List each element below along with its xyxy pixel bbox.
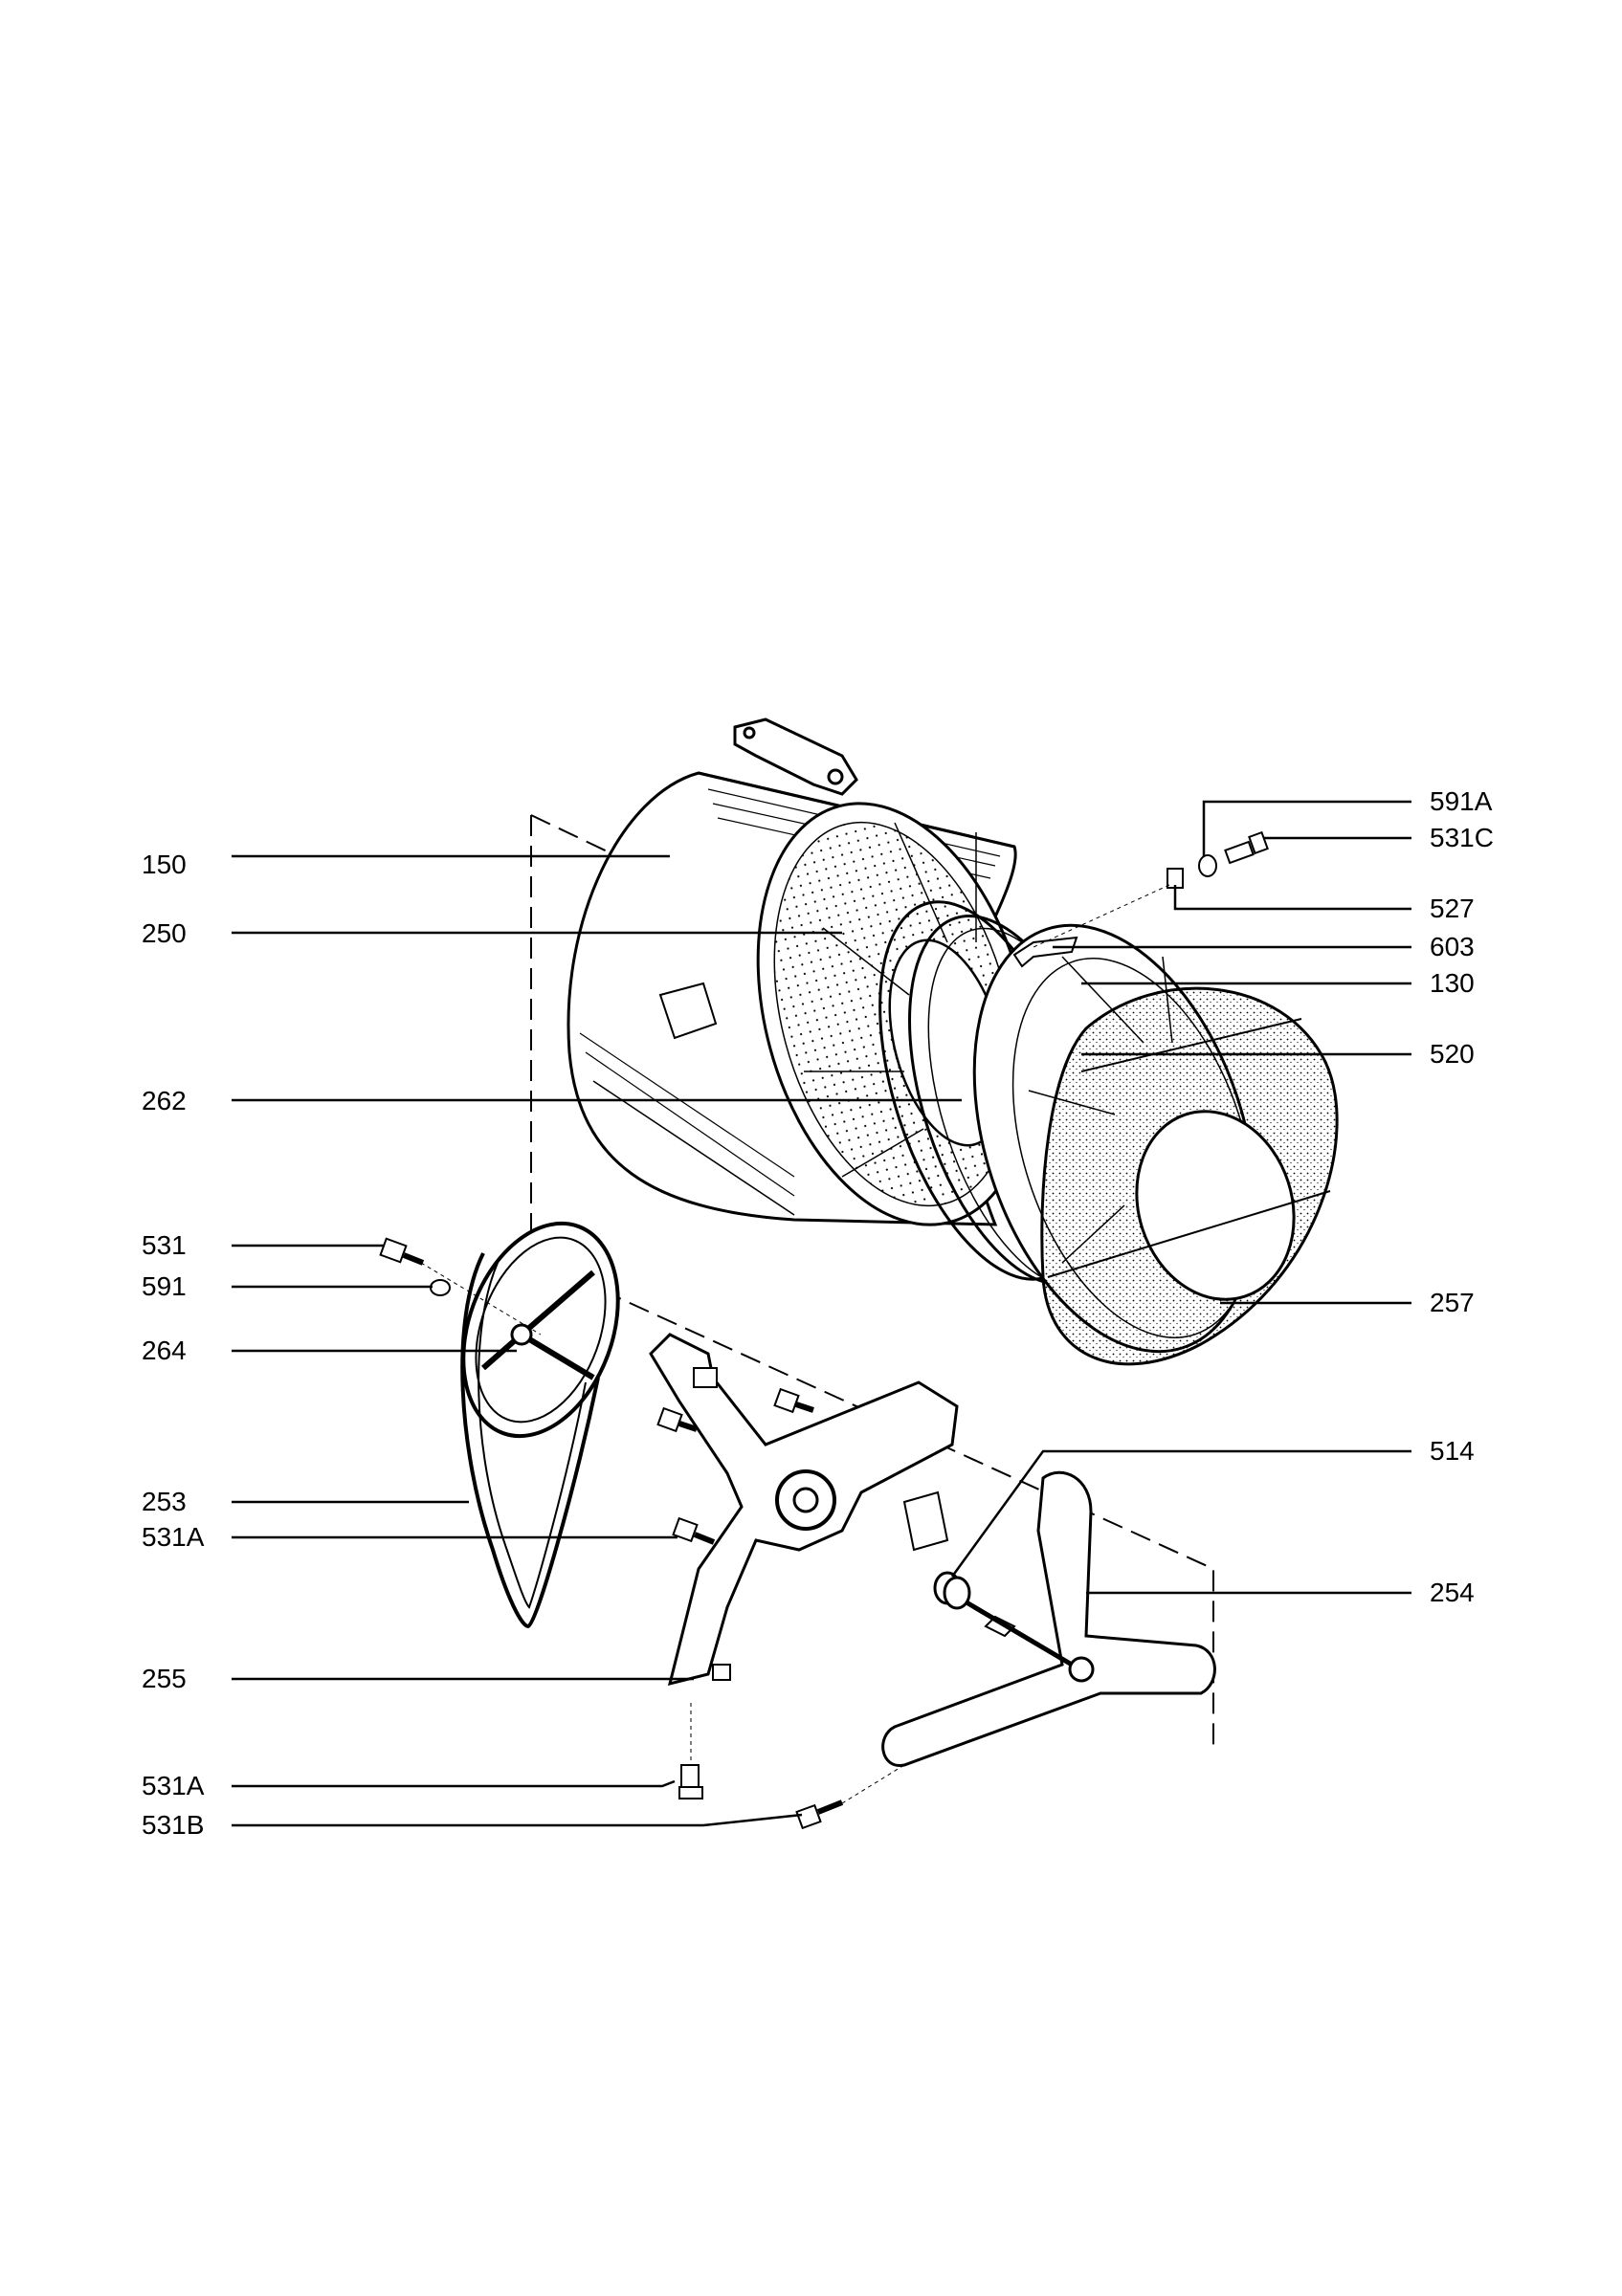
leader-527 <box>1173 885 1411 911</box>
leader-514 <box>950 1449 1411 1578</box>
callout-531C: 531C <box>1430 823 1494 852</box>
callout-253: 253 <box>142 1487 187 1516</box>
callout-254: 254 <box>1430 1578 1475 1607</box>
callout-514: 514 <box>1430 1436 1475 1466</box>
callout-150: 150 <box>142 850 187 879</box>
drum-shaft-spider <box>881 1470 1216 1767</box>
leader-531A-lower <box>232 1779 676 1788</box>
leader-lines-right <box>950 800 1411 1595</box>
fasteners <box>379 830 1269 1830</box>
callout-531B: 531B <box>142 1810 205 1840</box>
callout-531: 531 <box>142 1230 187 1260</box>
assembly-dashed-frame <box>530 814 1214 1751</box>
alignment-lines <box>420 884 1170 1804</box>
callout-264: 264 <box>142 1336 187 1365</box>
drive-belt <box>460 1252 600 1629</box>
callout-531A-lower: 531A <box>142 1771 205 1800</box>
callout-531A-upper: 531A <box>142 1522 205 1552</box>
callout-591A: 591A <box>1430 786 1493 816</box>
counterweight <box>1040 986 1339 1366</box>
callout-591: 591 <box>142 1271 187 1301</box>
leader-591A <box>1202 800 1411 856</box>
callout-527: 527 <box>1430 894 1475 923</box>
leader-531B <box>232 1813 803 1827</box>
callout-603: 603 <box>1430 932 1475 961</box>
callout-520: 520 <box>1430 1039 1475 1069</box>
callout-130: 130 <box>1430 968 1475 998</box>
callout-257: 257 <box>1430 1288 1475 1317</box>
leader-lines-left <box>232 854 962 1827</box>
callout-250: 250 <box>142 918 187 948</box>
callout-255: 255 <box>142 1664 187 1693</box>
drive-pulley <box>461 1221 620 1439</box>
drum-support-spider <box>649 1333 959 1687</box>
bearing-bush <box>933 1571 971 1610</box>
callout-262: 262 <box>142 1086 187 1115</box>
